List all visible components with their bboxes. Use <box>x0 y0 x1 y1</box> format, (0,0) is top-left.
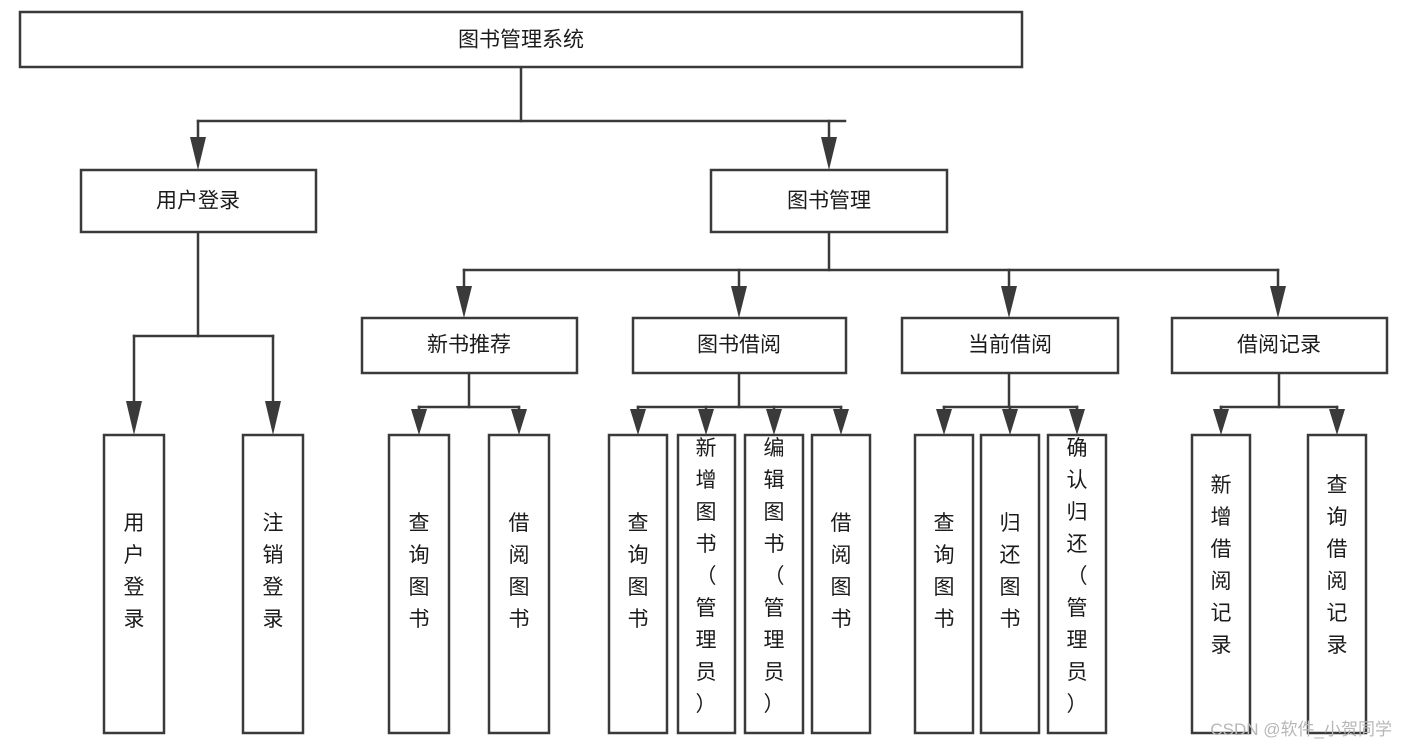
arrow-head-leaf-query-record <box>1329 409 1345 435</box>
node-leaf-user-login[interactable]: 用户登录 <box>102 433 166 735</box>
node-leaf-borrow-book-1-box[interactable] <box>487 433 551 735</box>
node-user-login[interactable]: 用户登录 <box>79 168 318 234</box>
node-leaf-user-login-box[interactable] <box>102 433 166 735</box>
node-leaf-user-logout-label: 注销登录 <box>263 512 284 631</box>
connector-group-root <box>190 65 847 170</box>
node-leaf-confirm-return-box[interactable] <box>1046 433 1108 735</box>
node-leaf-query-record-label: 查询借阅记录 <box>1327 474 1348 657</box>
arrow-head-user-login <box>190 137 206 170</box>
node-leaf-query-book-2[interactable]: 查询图书 <box>607 433 669 735</box>
node-leaf-edit-book-box[interactable] <box>743 433 805 735</box>
node-leaf-add-book-box[interactable] <box>676 433 737 735</box>
node-leaf-query-record[interactable]: 查询借阅记录 <box>1306 433 1368 735</box>
node-leaf-query-book-3[interactable]: 查询图书 <box>913 433 975 735</box>
node-current-borrow-box[interactable] <box>900 316 1120 375</box>
node-leaf-add-record[interactable]: 新增借阅记录 <box>1190 433 1252 735</box>
arrow-head-leaf-add-record <box>1213 409 1229 435</box>
arrow-head-leaf-add-book <box>698 409 714 435</box>
node-user-login-box[interactable] <box>79 168 318 234</box>
node-borrow-record-box[interactable] <box>1170 316 1389 375</box>
arrow-head-leaf-user-login <box>126 401 142 435</box>
node-current-borrow-label: 当前借阅 <box>968 334 1052 357</box>
arrow-head-leaf-return-book <box>1002 409 1018 435</box>
node-book-manage-box[interactable] <box>709 168 949 234</box>
arrow-head-current-borrow <box>1001 286 1017 318</box>
node-leaf-query-book-2-box[interactable] <box>607 433 669 735</box>
node-leaf-return-book[interactable]: 归还图书 <box>979 433 1041 735</box>
node-leaf-edit-book[interactable]: 编辑图书（管理员） <box>743 433 805 735</box>
node-leaf-user-login-label: 用户登录 <box>124 512 145 631</box>
node-book-borrow-box[interactable] <box>631 316 848 375</box>
node-leaf-query-book-1[interactable]: 查询图书 <box>387 433 451 735</box>
connector-group-borrow-record <box>1213 371 1345 435</box>
node-book-manage[interactable]: 图书管理 <box>709 168 949 234</box>
node-leaf-confirm-return[interactable]: 确认归还（管理员） <box>1046 433 1108 735</box>
node-root-label: 图书管理系统 <box>458 29 584 52</box>
node-leaf-user-logout[interactable]: 注销登录 <box>241 433 305 735</box>
node-leaf-query-book-3-box[interactable] <box>913 433 975 735</box>
arrow-head-leaf-confirm-return <box>1069 409 1085 435</box>
node-leaf-query-book-2-label: 查询图书 <box>628 512 649 631</box>
node-borrow-record-label: 借阅记录 <box>1237 334 1321 357</box>
node-leaf-user-logout-box[interactable] <box>241 433 305 735</box>
arrow-head-leaf-query-book-3 <box>936 409 952 435</box>
node-leaf-query-book-1-label: 查询图书 <box>409 512 430 631</box>
node-leaf-query-record-box[interactable] <box>1306 433 1368 735</box>
node-leaf-add-record-box[interactable] <box>1190 433 1252 735</box>
connector-group-book-manage <box>456 230 1286 318</box>
node-root[interactable]: 图书管理系统 <box>18 10 1024 69</box>
node-leaf-add-book-label: 新增图书（管理员） <box>696 437 717 716</box>
node-leaf-return-book-label: 归还图书 <box>1000 512 1021 631</box>
node-leaf-query-book-1-box[interactable] <box>387 433 451 735</box>
node-leaf-borrow-book-2-box[interactable] <box>810 433 872 735</box>
arrow-head-borrow-record <box>1270 286 1286 318</box>
node-leaf-query-book-3-label: 查询图书 <box>934 512 955 631</box>
node-leaf-borrow-book-1[interactable]: 借阅图书 <box>487 433 551 735</box>
node-borrow-record[interactable]: 借阅记录 <box>1170 316 1389 375</box>
node-book-borrow-label: 图书借阅 <box>697 334 781 357</box>
connector-group-book-borrow <box>630 371 849 435</box>
node-new-book-recommend[interactable]: 新书推荐 <box>360 316 579 375</box>
arrow-head-leaf-borrow-book-2 <box>833 409 849 435</box>
node-leaf-borrow-book-2[interactable]: 借阅图书 <box>810 433 872 735</box>
node-new-book-recommend-box[interactable] <box>360 316 579 375</box>
arrow-head-book-borrow <box>731 286 747 318</box>
node-book-manage-label: 图书管理 <box>787 190 871 213</box>
node-leaf-add-book[interactable]: 新增图书（管理员） <box>676 433 737 735</box>
arrow-head-book-manage <box>821 137 837 170</box>
arrow-head-leaf-user-logout <box>265 401 281 435</box>
node-leaf-edit-book-label: 编辑图书（管理员） <box>764 437 785 716</box>
arrow-head-leaf-query-book-2 <box>630 409 646 435</box>
node-leaf-confirm-return-label: 确认归还（管理员） <box>1067 437 1088 716</box>
node-leaf-add-record-label: 新增借阅记录 <box>1211 474 1232 657</box>
node-user-login-label: 用户登录 <box>156 190 240 213</box>
connector-group-user-login <box>126 230 281 435</box>
node-leaf-borrow-book-2-label: 借阅图书 <box>831 512 852 631</box>
node-book-borrow[interactable]: 图书借阅 <box>631 316 848 375</box>
arrow-head-leaf-query-book-1 <box>411 409 427 435</box>
node-new-book-recommend-label: 新书推荐 <box>427 334 511 357</box>
node-root-box[interactable] <box>18 10 1024 69</box>
connector-group-new-book-recommend <box>411 371 527 435</box>
connector-group-current-borrow <box>936 371 1085 435</box>
node-leaf-borrow-book-1-label: 借阅图书 <box>509 512 530 631</box>
arrow-head-leaf-edit-book <box>766 409 782 435</box>
node-leaf-return-book-box[interactable] <box>979 433 1041 735</box>
arrow-head-leaf-borrow-book-1 <box>511 409 527 435</box>
watermark-label: CSDN @软件_小贺同学 <box>1210 720 1392 739</box>
node-current-borrow[interactable]: 当前借阅 <box>900 316 1120 375</box>
arrow-head-new-book-recommend <box>456 286 472 318</box>
